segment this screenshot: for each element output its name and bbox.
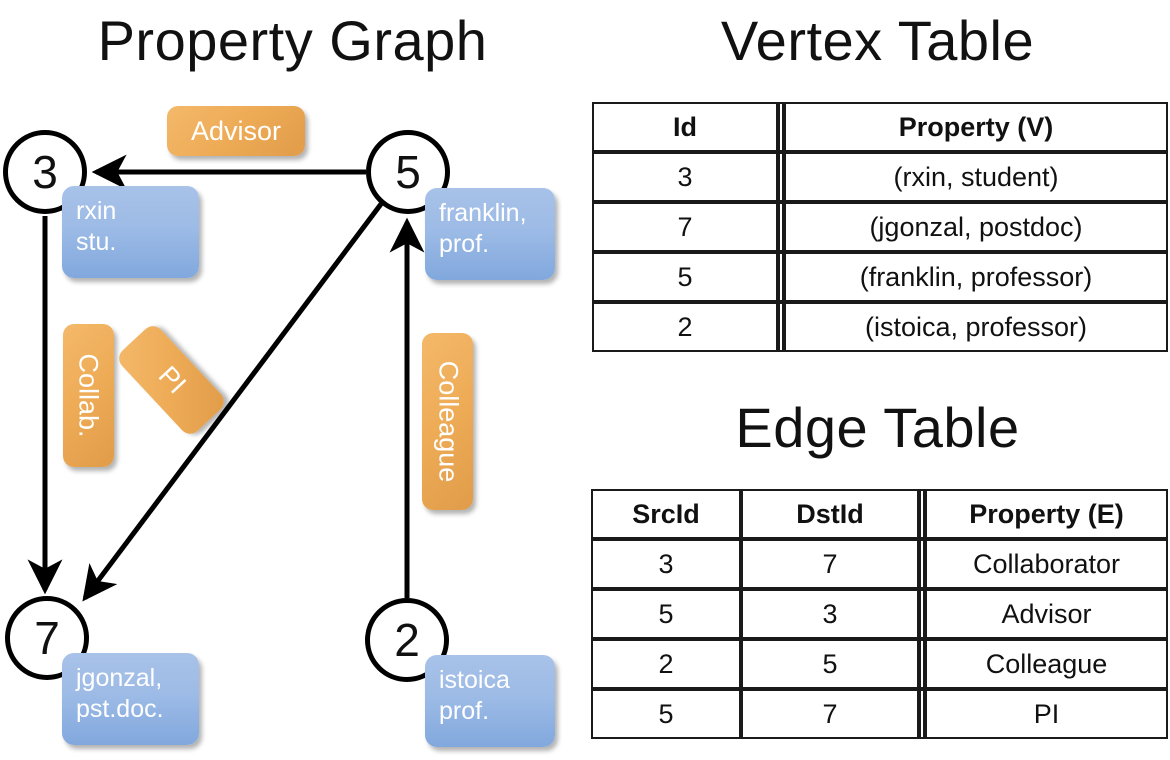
vertex-cell-property: (jgonzal, postdoc) — [784, 202, 1168, 252]
table-row[interactable]: 7 (jgonzal, postdoc) — [592, 202, 1168, 252]
vertex-table-column-gap — [778, 302, 784, 352]
edge-label-advisor: Advisor — [167, 106, 305, 156]
page-title-vertex-table: Vertex Table — [720, 9, 1035, 72]
page-title-property-graph: Property Graph — [97, 9, 488, 72]
edge-table-column-gap — [919, 589, 925, 639]
table-row[interactable]: 5 3 Advisor — [591, 589, 1168, 639]
vertex-cell-property: (rxin, student) — [784, 152, 1168, 202]
node-property-2-line1: istoica — [439, 666, 510, 694]
vertex-table: Id Property (V) 3 (rxin, student) 7 (jgo… — [592, 102, 1168, 352]
edge-table-header-dstid: DstId — [741, 489, 919, 539]
edge-cell-property: Collaborator — [925, 539, 1168, 589]
table-row[interactable]: 2 5 Colleague — [591, 639, 1168, 689]
edge-label-collab: Collab. — [63, 324, 114, 467]
node-property-callout-5: franklin, prof. — [425, 188, 555, 280]
edge-label-advisor-text: Advisor — [190, 115, 282, 146]
edge-table-column-gap — [919, 539, 925, 589]
edge-table: SrcId DstId Property (E) 3 7 Collaborato… — [591, 489, 1168, 739]
vertex-table-column-gap — [778, 152, 784, 202]
graph-node-5-label: 5 — [395, 146, 421, 198]
node-property-3-line2: stu. — [76, 227, 117, 256]
vertex-table-column-gap — [778, 202, 784, 252]
table-row[interactable]: 5 (franklin, professor) — [592, 252, 1168, 302]
edge-arrow-5-to-7 — [82, 202, 383, 602]
vertex-cell-id: 3 — [592, 152, 778, 202]
edge-table-header-row: SrcId DstId Property (E) — [591, 489, 1168, 539]
edge-table-header-srcid: SrcId — [591, 489, 741, 539]
edge-cell-property: PI — [925, 689, 1168, 739]
node-property-7-line2: pst.doc. — [76, 694, 164, 723]
graph-node-2-label: 2 — [394, 614, 420, 666]
node-property-2-line2: prof. — [439, 696, 490, 725]
graph-edge-arrows — [27, 154, 425, 602]
table-row[interactable]: 3 7 Collaborator — [591, 539, 1168, 589]
edge-table-header-property: Property (E) — [925, 489, 1168, 539]
table-row[interactable]: 5 7 PI — [591, 689, 1168, 739]
node-property-5-line2: prof. — [439, 229, 490, 258]
edge-table-column-gap — [919, 639, 925, 689]
property-graph-diagram: 3 5 7 2 rxin stu. franklin, prof. jgonza… — [3, 106, 555, 747]
graph-node-3-label: 3 — [32, 146, 58, 198]
vertex-cell-property: (franklin, professor) — [784, 252, 1168, 302]
node-property-3-line1: rxin — [76, 197, 117, 225]
vertex-cell-property: (istoica, professor) — [784, 302, 1168, 352]
edge-cell-dstid: 7 — [741, 689, 919, 739]
edge-label-pi-text: PI — [152, 360, 192, 400]
node-property-callout-3: rxin stu. — [62, 186, 199, 278]
edge-cell-srcid: 5 — [591, 689, 741, 739]
edge-cell-srcid: 2 — [591, 639, 741, 689]
node-property-callout-2: istoica prof. — [425, 655, 555, 747]
edge-cell-srcid: 5 — [591, 589, 741, 639]
edge-cell-srcid: 3 — [591, 539, 741, 589]
edge-cell-dstid: 5 — [741, 639, 919, 689]
node-property-callout-7: jgonzal, pst.doc. — [62, 653, 199, 745]
vertex-cell-id: 7 — [592, 202, 778, 252]
edge-cell-dstid: 7 — [741, 539, 919, 589]
graph-node-5[interactable]: 5 — [366, 130, 450, 214]
node-property-7-line1: jgonzal, — [76, 664, 163, 692]
vertex-table-header-property: Property (V) — [784, 102, 1168, 152]
graph-node-7-label: 7 — [34, 612, 60, 664]
vertex-cell-id: 5 — [592, 252, 778, 302]
vertex-table-column-gap — [778, 252, 784, 302]
vertex-cell-id: 2 — [592, 302, 778, 352]
edge-table-column-gap — [919, 489, 925, 539]
edge-label-colleague-text: Colleague — [433, 360, 463, 483]
edge-label-colleague: Colleague — [422, 333, 473, 510]
edge-cell-dstid: 3 — [741, 589, 919, 639]
vertex-table-header-row: Id Property (V) — [592, 102, 1168, 152]
page-title-edge-table: Edge Table — [735, 396, 1020, 459]
table-row[interactable]: 3 (rxin, student) — [592, 152, 1168, 202]
vertex-table-column-gap — [778, 102, 784, 152]
edge-cell-property: Advisor — [925, 589, 1168, 639]
graph-node-2[interactable]: 2 — [365, 598, 449, 682]
node-property-5-line1: franklin, — [439, 199, 527, 227]
edge-table-column-gap — [919, 689, 925, 739]
vertex-table-header-id: Id — [592, 102, 778, 152]
edge-label-collab-text: Collab. — [74, 353, 105, 438]
edge-cell-property: Colleague — [925, 639, 1168, 689]
table-row[interactable]: 2 (istoica, professor) — [592, 302, 1168, 352]
